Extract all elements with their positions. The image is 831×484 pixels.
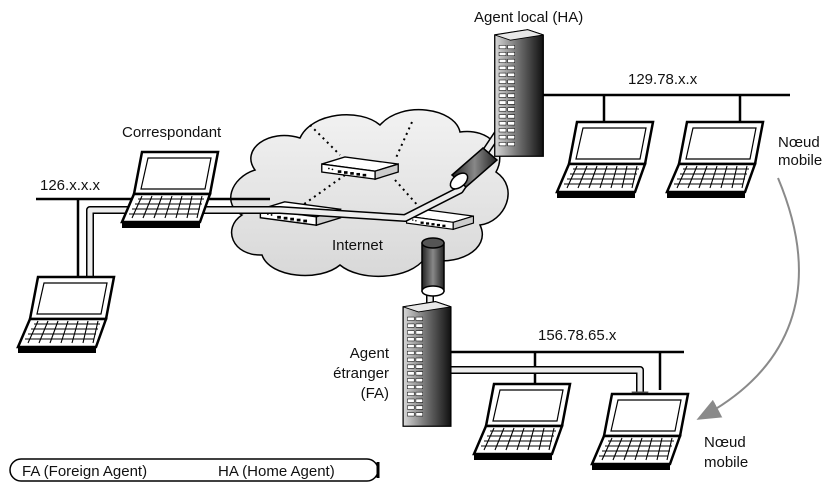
movement-arrow: [696, 177, 800, 420]
server-icon: [493, 28, 545, 158]
correspondent-network-label: 126.x.x.x: [40, 177, 101, 194]
tunnel-icon: [421, 237, 445, 297]
laptop-icon: [472, 382, 572, 462]
legend-ha: HA (Home Agent): [218, 463, 335, 480]
home-network-label: 129.78.x.x: [628, 71, 698, 88]
internet-cloud-icon: [230, 109, 509, 278]
legend-fa: FA (Foreign Agent): [22, 463, 147, 480]
correspondent-label: Correspondant: [122, 124, 222, 141]
server-icon: [402, 300, 452, 428]
internet-links: [299, 121, 421, 209]
mobile-node-top-label-2: mobile: [778, 152, 822, 169]
mobile-node-top-label-1: Nœud: [778, 134, 820, 151]
foreign-agent-label-2: étranger: [333, 365, 389, 382]
mobile-node-bottom-label-1: Nœud: [704, 434, 746, 451]
laptop-icon: [16, 275, 116, 355]
laptop-icon: [120, 150, 220, 230]
mobile-node-bottom-label-2: mobile: [704, 454, 748, 471]
tunnel-icon: [449, 147, 499, 190]
foreign-network-label: 156.78.65.x: [538, 327, 617, 344]
foreign-agent-label-3: (FA): [361, 385, 389, 402]
laptop-icon: [665, 120, 765, 200]
internet-label: Internet: [332, 237, 384, 254]
foreign-agent-label-1: Agent: [350, 345, 390, 362]
laptop-icon: [555, 120, 655, 200]
legend: FA (Foreign Agent) HA (Home Agent): [9, 458, 380, 482]
laptop-icon: [590, 392, 690, 472]
home-agent-label: Agent local (HA): [474, 9, 583, 26]
